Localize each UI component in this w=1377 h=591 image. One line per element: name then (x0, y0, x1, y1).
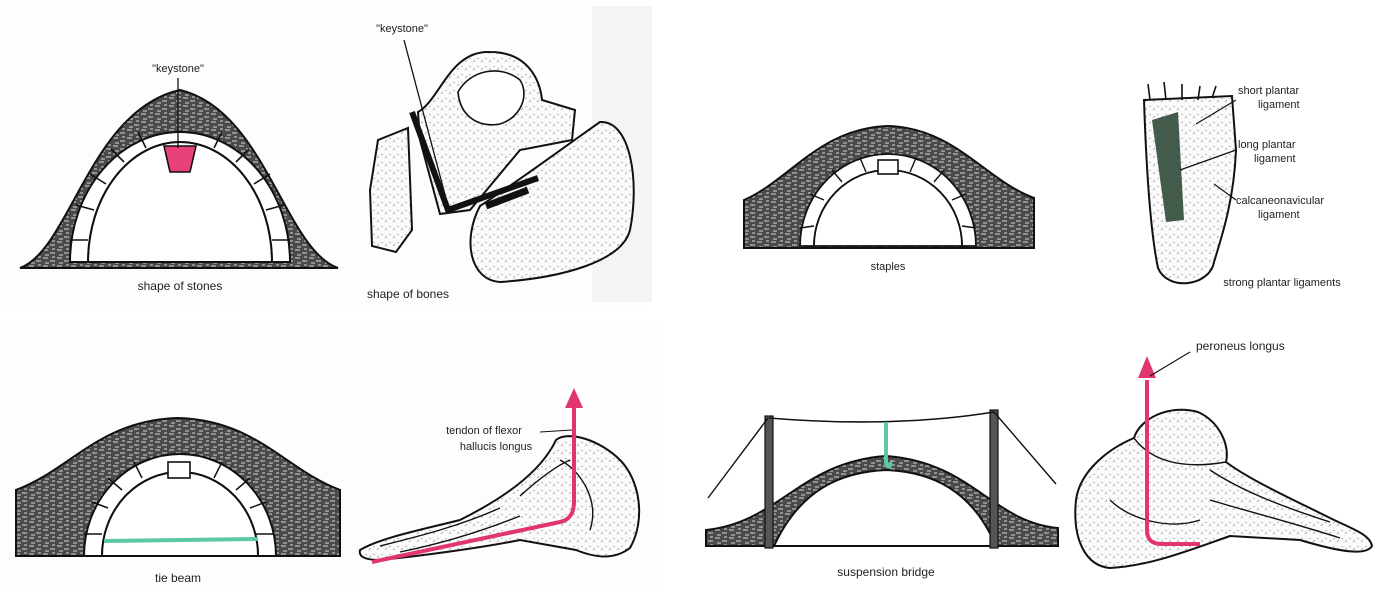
peroneus-arrowhead (1138, 356, 1156, 378)
flexor-label-2: hallucis longus (460, 441, 533, 453)
stones-caption: shape of stones (138, 279, 223, 293)
peroneus-pointer (1150, 352, 1190, 376)
bridge-tower-left (765, 416, 773, 548)
calcaneonavicular-label-1: calcaneonavicular (1236, 195, 1324, 207)
flexor-label-1: tendon of flexor (446, 425, 522, 437)
staples-keystone (878, 160, 898, 174)
calcaneonavicular-label-2: ligament (1258, 209, 1300, 221)
staples-caption: staples (871, 261, 906, 273)
tiebeam-keystone (168, 462, 190, 478)
keystone-block (164, 146, 196, 172)
staples-panel: staples (744, 126, 1034, 273)
peroneus-label: peroneus longus (1196, 339, 1285, 353)
long-plantar-label-2: ligament (1254, 153, 1296, 165)
bridge-stay-left (708, 418, 768, 498)
left-bone (370, 128, 412, 252)
bridge-caption: suspension bridge (837, 565, 935, 579)
short-plantar-label-1: short plantar (1238, 85, 1299, 97)
long-plantar-label-1: long plantar (1238, 139, 1296, 151)
bridge-tower-right (990, 410, 998, 548)
tie-beam-line (104, 539, 258, 541)
lateral-foot-bones (1075, 410, 1372, 568)
bridge-cable (769, 412, 994, 422)
peroneus-foot-panel: peroneus longus (1075, 339, 1372, 568)
keystone-label-stones: "keystone" (152, 63, 204, 75)
bridge-stay-right (994, 412, 1056, 484)
keystone-label-bones: "keystone" (376, 23, 428, 35)
suspension-bridge-panel: suspension bridge (706, 410, 1058, 579)
bones-caption: shape of bones (367, 287, 449, 301)
short-plantar-label-2: ligament (1258, 99, 1300, 111)
ligaments-caption: strong plantar ligaments (1223, 277, 1341, 289)
plantar-ligaments-panel: short plantar ligament long plantar liga… (1144, 82, 1341, 289)
tiebeam-caption: tie beam (155, 571, 201, 585)
